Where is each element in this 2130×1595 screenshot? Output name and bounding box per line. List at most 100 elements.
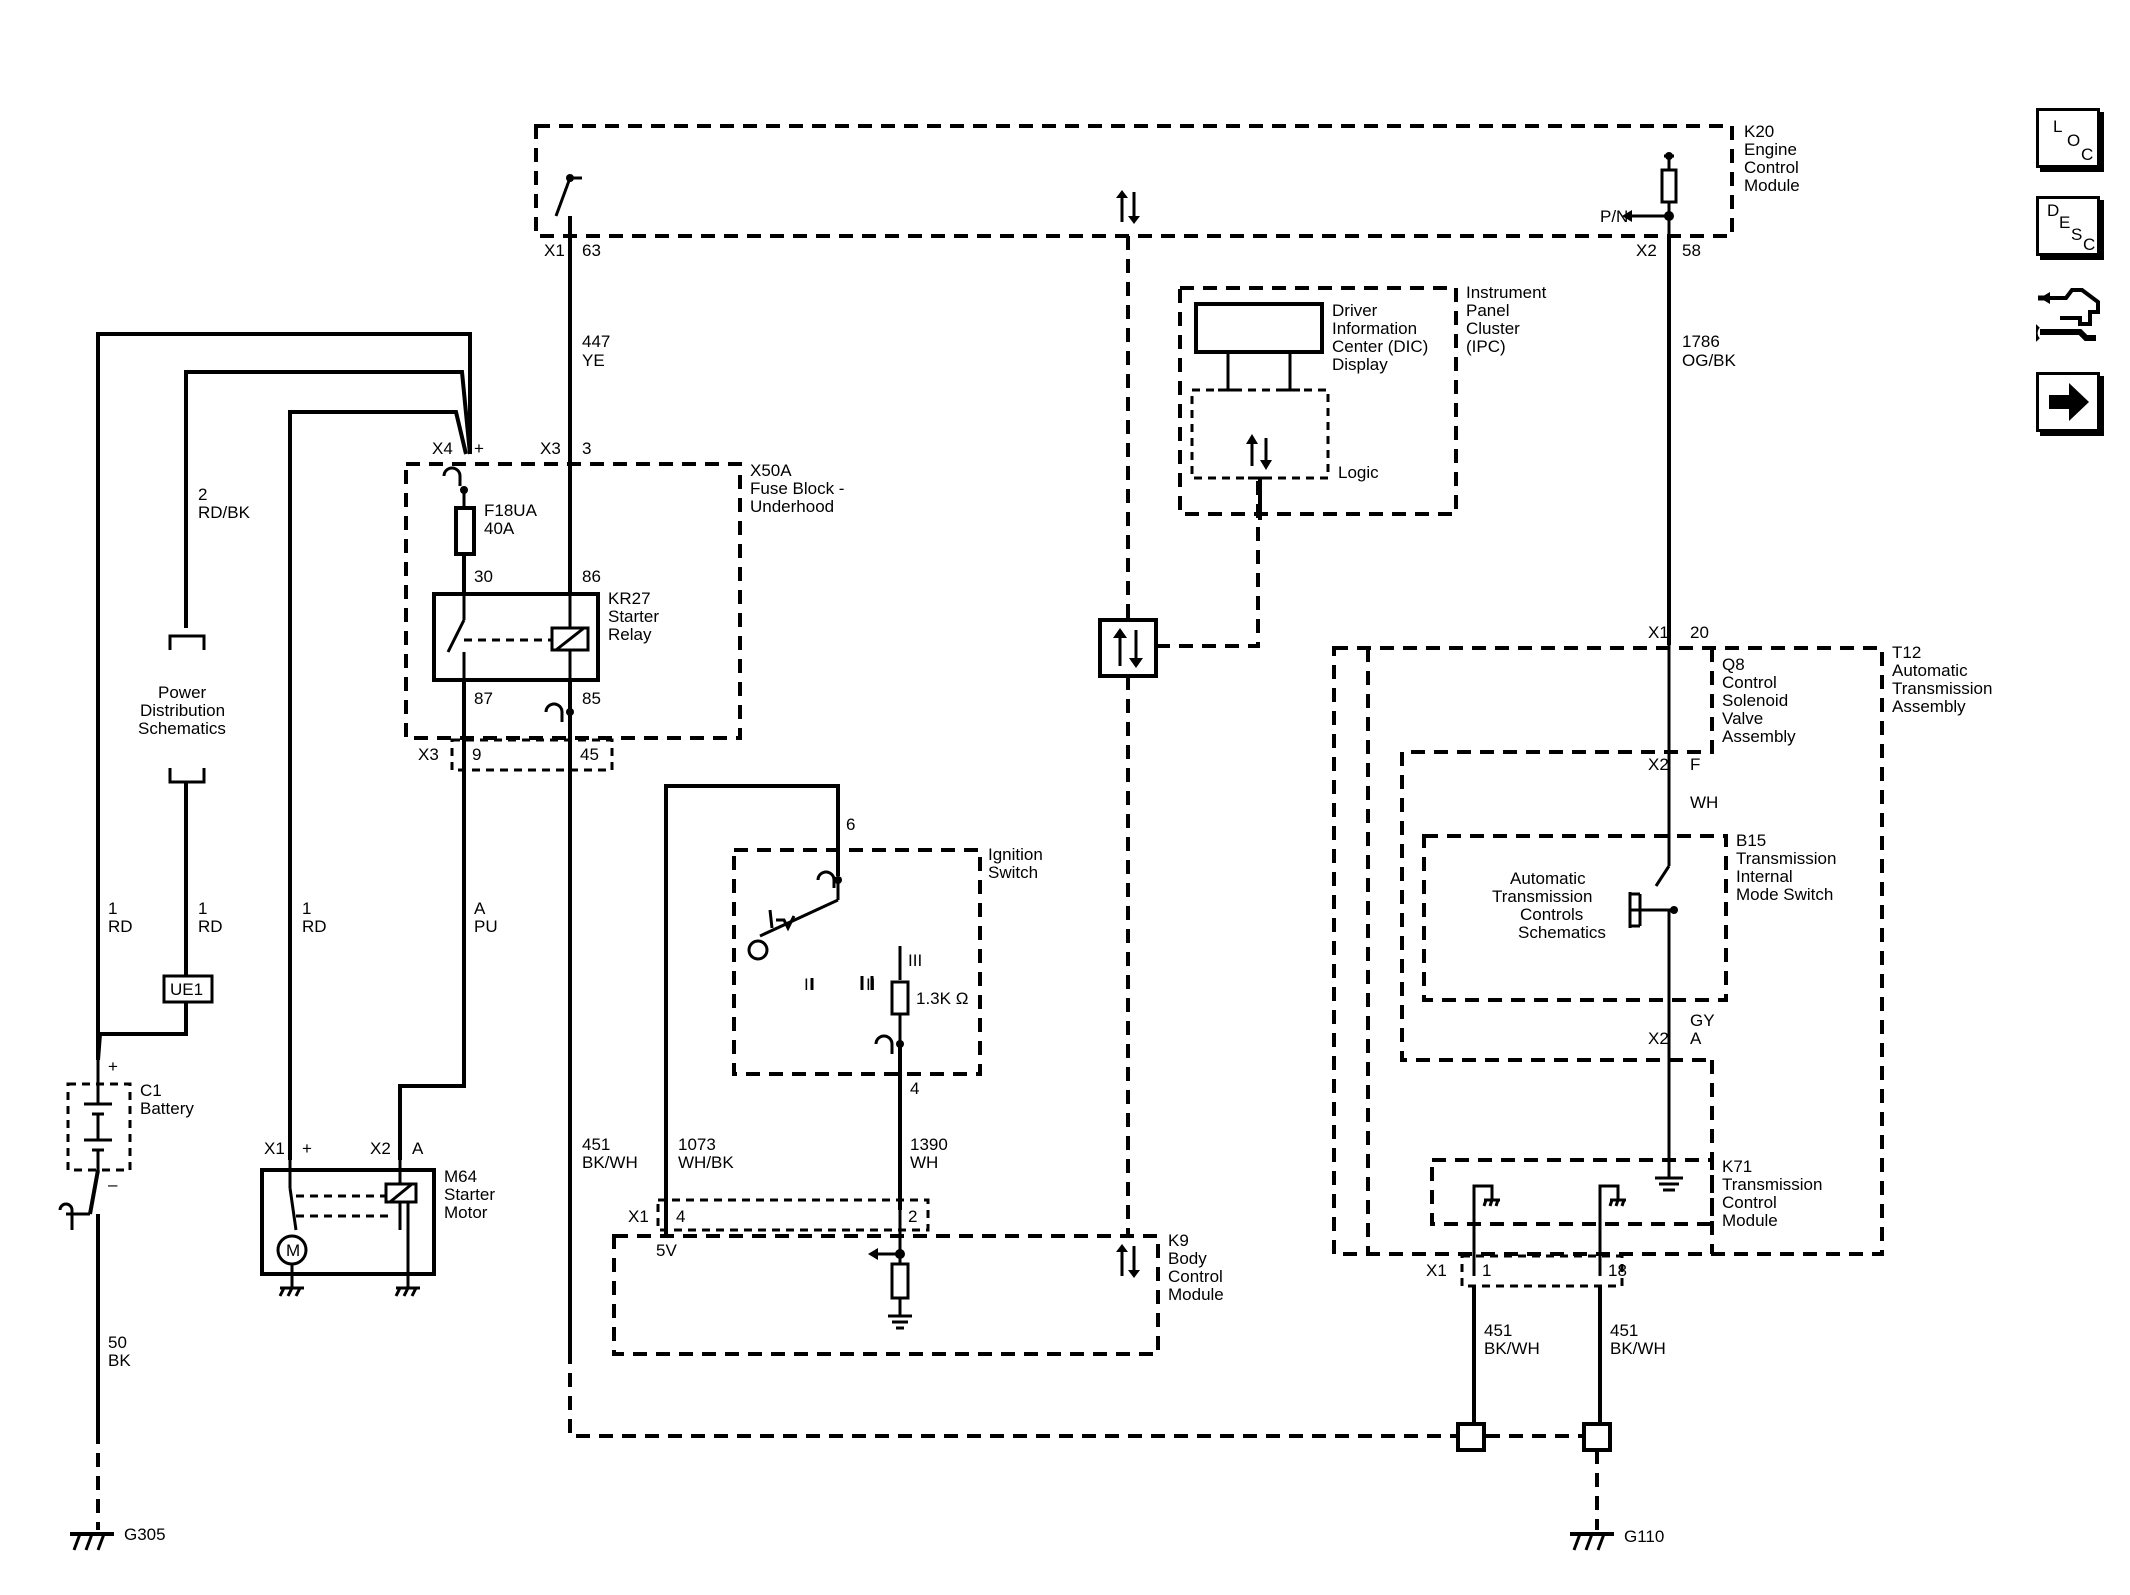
atc-label: Automatic Transmission Controls Schemati…	[1492, 869, 1606, 942]
desc-letter-d: D	[2047, 201, 2060, 220]
svg-text:Ignition: Ignition	[988, 845, 1043, 864]
wire-1073-color: WH/BK	[678, 1153, 734, 1172]
k20-pin63-label: 63	[582, 241, 601, 260]
m64-x1-label: X1	[264, 1139, 285, 1158]
wire-1390-label: 1390	[910, 1135, 948, 1154]
svg-text:Transmission: Transmission	[1892, 679, 1992, 698]
svg-text:Module: Module	[1722, 1211, 1778, 1230]
svg-text:Fuse Block -: Fuse Block -	[750, 479, 844, 498]
k71-pin1-label: 1	[1482, 1261, 1491, 1280]
ign-pin4-label: 4	[910, 1079, 919, 1098]
k20-data-arrows-icon	[1116, 190, 1140, 224]
x50a-pin9-label: 9	[472, 745, 481, 764]
battery-minus-label: –	[108, 1175, 118, 1194]
loc-letter-l: L	[2053, 117, 2063, 136]
svg-text:Starter: Starter	[608, 607, 659, 626]
svg-text:Valve: Valve	[1722, 709, 1763, 728]
k71-pin18-label: 18	[1608, 1261, 1627, 1280]
ign-pos-iii-label: III	[908, 951, 922, 970]
wire-gy-pin-label: A	[1690, 1029, 1702, 1048]
wire-1390-color: WH	[910, 1153, 938, 1172]
k9-pin4-label: 4	[676, 1207, 685, 1226]
loc-letter-c: C	[2081, 145, 2094, 164]
k20-label: K20 Engine Control Module	[1744, 122, 1800, 195]
logic-label: Logic	[1338, 463, 1379, 482]
wire-wh-label: WH	[1690, 793, 1718, 812]
c1-label: C1 Battery	[140, 1081, 194, 1118]
svg-text:Controls: Controls	[1520, 905, 1583, 924]
svg-text:Solenoid: Solenoid	[1722, 691, 1788, 710]
k71-label: K71 Transmission Control Module	[1722, 1157, 1822, 1230]
relay-pin87-label: 87	[474, 689, 493, 708]
desc-letter-c: C	[2083, 235, 2096, 254]
loc-button[interactable]: L O C	[2036, 108, 2100, 168]
k9-module-box	[612, 1234, 1160, 1356]
battery-plus-label: +	[108, 1057, 118, 1076]
svg-text:Motor: Motor	[444, 1203, 488, 1222]
wire-gy-label: GY	[1690, 1011, 1715, 1030]
m64-label: M64 Starter Motor	[444, 1167, 495, 1222]
m64-internals	[288, 1160, 418, 1288]
x50a-x3-label: X3	[540, 439, 561, 458]
svg-text:Engine: Engine	[1744, 140, 1797, 159]
x50a-plus-label: +	[474, 439, 484, 458]
k71-ground-icon	[1655, 1168, 1683, 1192]
svg-text:K71: K71	[1722, 1157, 1752, 1176]
wire-apu	[398, 770, 466, 1160]
f18ua-label: F18UA 40A	[484, 501, 538, 538]
t12-label: T12 Automatic Transmission Assembly	[1892, 643, 1992, 716]
wire-2-color: RD/BK	[198, 503, 251, 522]
q8-x2-label: X2	[1648, 755, 1669, 774]
ue1-label: UE1	[170, 980, 203, 999]
svg-text:Body: Body	[1168, 1249, 1207, 1268]
svg-text:Transmission: Transmission	[1736, 849, 1836, 868]
m64-plus-label: +	[302, 1139, 312, 1158]
svg-text:Distribution: Distribution	[140, 701, 225, 720]
k71-x1-label: X1	[1426, 1261, 1447, 1280]
m64-x2-label: X2	[370, 1139, 391, 1158]
k9-x1-label: X1	[628, 1207, 649, 1226]
ign-resistor	[890, 980, 910, 1016]
kr27-label: KR27 Starter Relay	[608, 589, 659, 644]
logic-data-arrows-icon	[1246, 434, 1272, 470]
wire-1rd-starter-feed	[288, 410, 468, 1160]
desc-button[interactable]: D E S C	[2036, 196, 2100, 256]
wire-447-label: 447	[582, 332, 610, 351]
svg-text:X50A: X50A	[750, 461, 792, 480]
svg-text:F18UA: F18UA	[484, 501, 538, 520]
k20-output-switch	[554, 174, 582, 236]
svg-text:Assembly: Assembly	[1892, 697, 1966, 716]
svg-text:40A: 40A	[484, 519, 515, 538]
svg-text:Panel: Panel	[1466, 301, 1509, 320]
b15-label: B15 Transmission Internal Mode Switch	[1736, 831, 1836, 904]
power-distribution-label: Power Distribution Schematics	[138, 683, 226, 738]
x50a-x3b-label: X3	[418, 745, 439, 764]
svg-text:Schematics: Schematics	[1518, 923, 1606, 942]
dic-label: Driver Information Center (DIC) Display	[1332, 301, 1428, 374]
k9-data-arrows-icon	[1116, 1244, 1140, 1278]
k20-pn-input	[1622, 152, 1678, 236]
connector-repair-button[interactable]	[2032, 282, 2108, 354]
m64-pinA-label: A	[412, 1139, 424, 1158]
svg-text:Control: Control	[1722, 1193, 1777, 1212]
ground-bus-dashed	[568, 1350, 1458, 1438]
wire-1rd-c-color: RD	[302, 917, 327, 936]
t12-x1-label: X1	[1648, 623, 1669, 642]
wire-apu-label: A	[474, 899, 486, 918]
svg-text:Control: Control	[1168, 1267, 1223, 1286]
wire-451a-label: 451	[582, 1135, 610, 1154]
k71-tcm-box	[1430, 1158, 1714, 1226]
k9-pin2-label: 2	[908, 1207, 917, 1226]
svg-text:Center (DIC): Center (DIC)	[1332, 337, 1428, 356]
x50a-pin3-label: 3	[582, 439, 591, 458]
t12-pin20-label: 20	[1690, 623, 1709, 642]
dic-display-box	[1194, 302, 1324, 354]
svg-text:T12: T12	[1892, 643, 1921, 662]
next-button[interactable]	[2036, 372, 2100, 432]
k9-label: K9 Body Control Module	[1168, 1231, 1224, 1304]
wire-1rd-b-color: RD	[198, 917, 223, 936]
svg-text:Control: Control	[1722, 673, 1777, 692]
wire-1786-color: OG/BK	[1682, 351, 1737, 370]
wire-1rd-b-label: 1	[198, 899, 207, 918]
wire-451a-color: BK/WH	[582, 1153, 638, 1172]
